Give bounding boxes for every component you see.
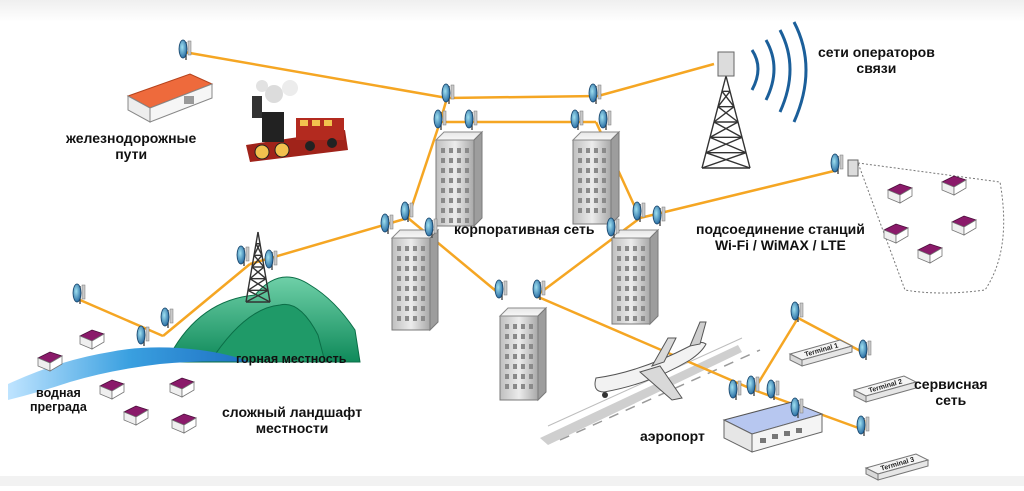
antenna-icon (160, 307, 174, 328)
airport-building (722, 401, 824, 453)
label-railways-line1: железнодорожные (66, 130, 197, 146)
network-link (797, 316, 867, 356)
antenna-icon (236, 245, 250, 266)
office-building (498, 306, 548, 402)
runway (540, 337, 761, 445)
antenna-icon (652, 205, 666, 226)
antenna-icon (441, 83, 455, 104)
house-icon (79, 329, 105, 350)
label-wifi: подсоединение станций Wi-Fi / WiMAX / LT… (696, 221, 865, 253)
house-icon (123, 405, 149, 426)
antenna-icon (178, 39, 192, 60)
antenna-icon (400, 201, 414, 222)
label-operators-line2: связи (856, 60, 897, 77)
label-service-line1: сервисная (914, 376, 988, 392)
office-buildings (390, 130, 660, 402)
office-building (571, 130, 621, 226)
label-terrain: сложный ландшафт местности (222, 404, 362, 436)
antenna-icon (856, 415, 870, 436)
house-icon (99, 379, 125, 400)
airplane-icon (594, 321, 707, 401)
antenna-icon (766, 379, 780, 400)
antennas (72, 39, 872, 436)
label-terrain-line1: сложный ландшафт (222, 404, 363, 420)
label-operators-line1: сети операторов (818, 44, 935, 60)
header-band (0, 0, 1024, 22)
antenna-icon (746, 375, 760, 396)
network-link (597, 62, 715, 98)
antenna-icon (264, 249, 278, 270)
antenna-icon (858, 339, 872, 360)
house-icon (169, 377, 195, 398)
house-icon (171, 413, 197, 434)
antenna-icon (532, 279, 546, 300)
panel-antenna-icon (717, 51, 735, 77)
house-icon (941, 175, 967, 196)
antenna-icon (830, 153, 844, 174)
panel-antenna-icon (847, 159, 859, 177)
antenna-icon (494, 279, 508, 300)
terminal-device: Terminal 2 (852, 375, 918, 403)
antenna-icon (588, 83, 602, 104)
radio-towers (245, 75, 751, 303)
label-water-line1: водная (36, 386, 81, 400)
network-link (752, 317, 800, 391)
radio-tower-icon (245, 231, 271, 303)
label-service-line2: сеть (935, 392, 967, 409)
office-building (390, 228, 440, 332)
label-corporate: корпоративная сеть (454, 221, 595, 237)
antenna-icon (790, 397, 804, 418)
antenna-icon (632, 201, 646, 222)
network-link (446, 94, 599, 100)
label-mountain: горная местность (236, 352, 347, 366)
network-link (162, 263, 251, 337)
antenna-icon (464, 109, 478, 130)
river (8, 347, 250, 400)
terminal-device: Terminal 1 (788, 339, 854, 367)
mountains (169, 276, 361, 363)
footer-band (0, 476, 1024, 486)
antenna-icon (728, 379, 742, 400)
house-icon (917, 243, 943, 264)
house-icon (37, 351, 63, 372)
label-airport: аэропорт (640, 428, 705, 444)
label-operators: сети операторов связи (818, 44, 935, 76)
railway-station (126, 73, 214, 123)
antenna-icon (380, 213, 394, 234)
network-link (406, 121, 442, 219)
antenna-icon (433, 109, 447, 130)
label-water-line2: преграда (30, 400, 87, 415)
label-water: водная преграда (30, 386, 87, 415)
antenna-icon (136, 325, 150, 346)
radio-tower-icon (701, 75, 751, 169)
houses (37, 175, 977, 434)
house-icon (887, 183, 913, 204)
label-railways-line2: пути (115, 146, 148, 163)
signal-waves-icon (750, 21, 808, 123)
label-wifi-line2: Wi-Fi / WiMAX / LTE (714, 237, 846, 254)
network-link (535, 294, 755, 392)
house-icon (883, 223, 909, 244)
office-building (610, 228, 660, 326)
label-railways: железнодорожные пути (66, 130, 196, 162)
antenna-icon (606, 217, 620, 238)
locomotive-icon (246, 80, 348, 162)
antenna-icon (790, 301, 804, 322)
label-terrain-line2: местности (255, 420, 329, 437)
antenna-icon (424, 217, 438, 238)
antenna-icon (72, 283, 86, 304)
antenna-icon (570, 109, 584, 130)
network-links (79, 50, 867, 432)
network-link (183, 50, 448, 100)
office-building (434, 130, 484, 228)
label-service: сервисная сеть (914, 376, 988, 408)
house-icon (951, 215, 977, 236)
antenna-icon (598, 109, 612, 130)
wifi-coverage-area (857, 162, 1005, 294)
network-link (639, 168, 839, 220)
label-wifi-line1: подсоединение станций (696, 221, 865, 237)
